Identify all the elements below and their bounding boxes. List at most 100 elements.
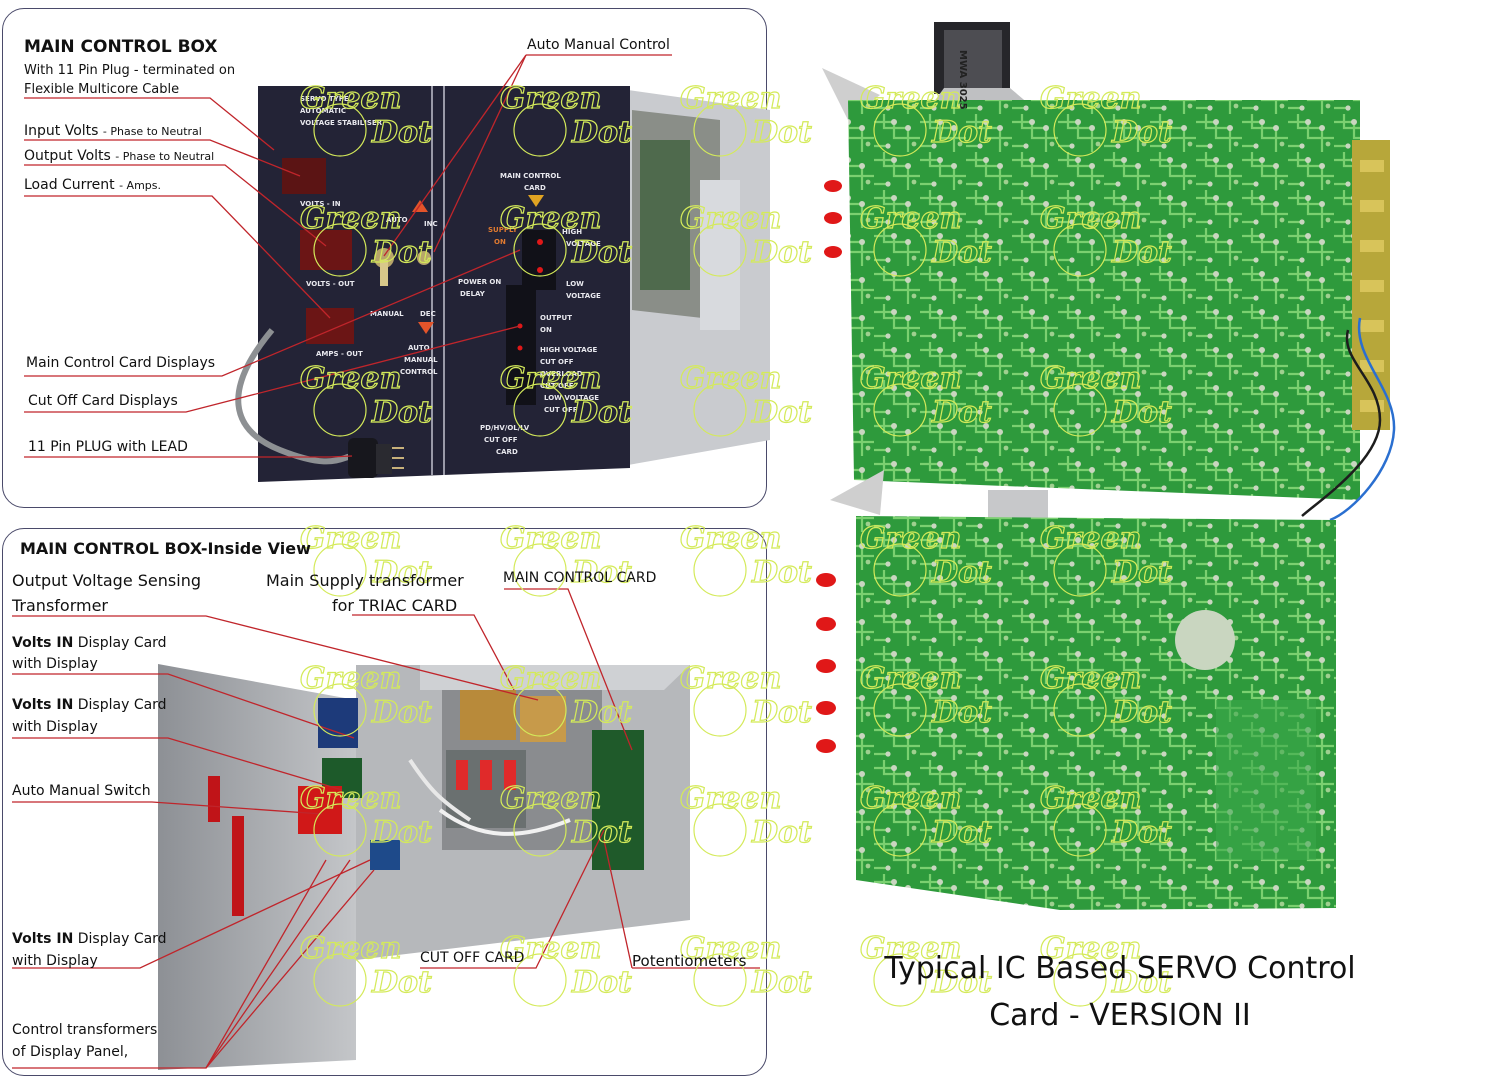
watermark-word-dot: Dot	[751, 235, 812, 270]
watermark-word-dot: Dot	[751, 965, 812, 1000]
output-volts-text: Output Volts	[24, 148, 111, 164]
watermark-word-green: Green	[1040, 361, 1141, 396]
watermark-circle	[513, 223, 567, 277]
fp-pd-1: PD/HV/OL/LV	[480, 424, 530, 432]
fp-hv-cut-2: CUT OFF	[540, 358, 574, 366]
watermark-word-green: Green	[300, 661, 401, 696]
watermark-word-green: Green	[300, 361, 401, 396]
fp-servo-type-3: VOLTAGE STABILISER	[300, 119, 383, 127]
main-supply-1: Main Supply transformer	[266, 571, 464, 590]
watermark-word-green: Green	[860, 361, 961, 396]
watermark-word-green: Green	[300, 81, 401, 116]
volts-in-bold-2: Volts IN	[12, 697, 74, 713]
watermark-word-green: Green	[300, 521, 401, 556]
watermark-word-dot: Dot	[371, 695, 432, 730]
watermark-circle	[1053, 953, 1107, 1007]
watermark-word-dot: Dot	[571, 395, 632, 430]
watermark-circle	[313, 803, 367, 857]
watermark-circle	[693, 683, 747, 737]
fp-high: HIGH	[562, 228, 582, 236]
main-control-card-displays-label: Main Control Card Displays	[26, 355, 216, 371]
display-card-1: Display Card	[77, 635, 167, 651]
watermark-word-green: Green	[500, 521, 601, 556]
fp-supply: SUPPLY	[488, 226, 518, 234]
fp-inc: INC	[424, 220, 438, 228]
watermark-word-green: Green	[500, 201, 601, 236]
watermark-circle	[873, 953, 927, 1007]
cut-off-card-label: CUT OFF CARD	[420, 950, 525, 966]
watermark-word-dot: Dot	[1111, 555, 1172, 590]
main-supply-2: for TRIAC CARD	[332, 596, 458, 615]
potentiometers-label: Potentiometers	[632, 952, 747, 970]
pcb-top-board	[822, 22, 1396, 522]
fp-power-on-1: POWER ON	[458, 278, 501, 286]
watermark-word-green: Green	[300, 781, 401, 816]
watermark-word-dot: Dot	[571, 695, 632, 730]
watermark-word-dot: Dot	[751, 395, 812, 430]
outside-subtitle-2: Flexible Multicore Cable	[24, 82, 180, 97]
fp-manual: MANUAL	[370, 310, 404, 318]
watermark-circle	[313, 223, 367, 277]
watermark-circle	[693, 383, 747, 437]
watermark-circle	[693, 953, 747, 1007]
watermark-word-dot: Dot	[931, 965, 992, 1000]
volts-in-card-2: Volts IN Display Card	[12, 697, 167, 713]
pcb-caption-line-1: Typical IC Based SERVO Control	[884, 951, 1356, 986]
watermark-word-green: Green	[1040, 781, 1141, 816]
watermark-word-dot: Dot	[931, 235, 992, 270]
fp-amps-out: AMPS - OUT	[316, 350, 363, 358]
watermark-circle	[693, 223, 747, 277]
fp-volts-out: VOLTS - OUT	[306, 280, 355, 288]
fp-power-on-2: DELAY	[460, 290, 486, 298]
fp-pd-2: CUT OFF	[484, 436, 518, 444]
watermark-word-dot: Dot	[371, 115, 432, 150]
watermark-word-green: Green	[500, 361, 601, 396]
main-control-card-label: MAIN CONTROL CARD	[503, 570, 657, 586]
watermark-word-green: Green	[680, 781, 781, 816]
watermark-word-dot: Dot	[1111, 965, 1172, 1000]
watermark-word-dot: Dot	[931, 555, 992, 590]
watermark-circle	[513, 803, 567, 857]
output-volts-note: - Phase to Neutral	[115, 150, 215, 163]
control-tf-1: Control transformers	[12, 1022, 158, 1038]
watermark-word-green: Green	[1040, 931, 1141, 966]
watermark-word-dot: Dot	[1111, 115, 1172, 150]
watermark-circle	[873, 103, 927, 157]
watermark-word-dot: Dot	[751, 695, 812, 730]
watermark-circle	[313, 103, 367, 157]
inside-view-photo	[158, 664, 690, 1070]
watermark-word-green: Green	[1040, 201, 1141, 236]
watermark-word-green: Green	[860, 201, 961, 236]
control-tf-2: of Display Panel,	[12, 1044, 129, 1060]
watermark-circle	[313, 543, 367, 597]
fp-hv-cut-1: HIGH VOLTAGE	[540, 346, 597, 354]
watermark-circle	[873, 803, 927, 857]
watermark-word-dot: Dot	[371, 965, 432, 1000]
output-sensing-2: Transformer	[12, 596, 109, 615]
fp-low-voltage: VOLTAGE	[566, 292, 601, 300]
control-box-photo	[235, 86, 770, 482]
watermark-word-dot: Dot	[571, 235, 632, 270]
front-panel-text: SERVO TYPE AUTOMATIC VOLTAGE STABILISER …	[300, 95, 601, 456]
watermark-word-green: Green	[680, 201, 781, 236]
display-card-2: Display Card	[77, 697, 167, 713]
watermark-word-dot: Dot	[571, 555, 632, 590]
inside-title: MAIN CONTROL BOX-Inside View	[20, 539, 311, 558]
fp-lv-cut-2: CUT OFF	[544, 406, 578, 414]
watermark-word-green: Green	[680, 931, 781, 966]
watermark-word-dot: Dot	[571, 815, 632, 850]
watermark-word-dot: Dot	[931, 395, 992, 430]
load-current-label: Load Current - Amps.	[24, 177, 161, 193]
fp-overload-1: OVERLOAD	[540, 370, 583, 378]
watermark-word-dot: Dot	[571, 965, 632, 1000]
watermark-word-dot: Dot	[751, 555, 812, 590]
inside-leader-lines	[12, 588, 760, 1069]
fp-dec: DEC	[420, 310, 436, 318]
watermark-circle	[513, 543, 567, 597]
watermark-word-green: Green	[860, 931, 961, 966]
watermark-word-green: Green	[1040, 521, 1141, 556]
watermark-circle	[1053, 103, 1107, 157]
watermark-circle	[873, 223, 927, 277]
pcb-bottom-board	[816, 490, 1336, 910]
